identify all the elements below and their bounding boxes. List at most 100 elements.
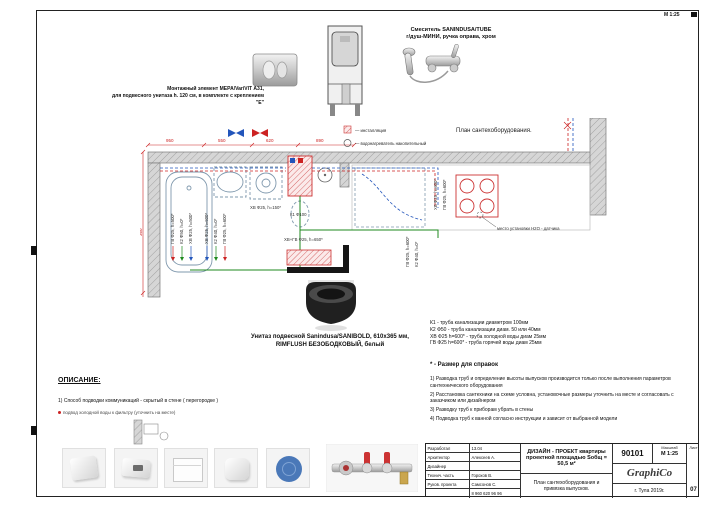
fold-mark	[31, 246, 37, 255]
project-title-cell: ДИЗАЙН - ПРОЕКТ квартиры проектной площа…	[521, 444, 613, 474]
wc-installation	[287, 155, 313, 228]
reference-note: * - Размер для справок	[430, 362, 498, 368]
thumbnail-manifold	[326, 444, 418, 492]
project-code: 90101	[621, 449, 644, 458]
toilet-image	[306, 280, 356, 331]
pipe-label: ГВ Ф25, h=500*	[170, 213, 175, 244]
scale-cell: Масштаб М 1:25	[653, 444, 687, 464]
legend-item: ХВ Ф25 h=600* - труба холодной воды диам…	[430, 333, 547, 340]
project-title-line1: ДИЗАЙН - ПРОЕКТ квартиры	[527, 449, 606, 455]
pipes-cold	[160, 118, 574, 208]
pipe-label: ХВ+ГВ Ф25, h=650*	[284, 237, 323, 242]
pipe-labels-right: ХВ Ф25, h=600* ГВ Ф25, h=600* ГВ Ф25, h=…	[405, 179, 447, 267]
thumbnail-box	[164, 448, 208, 488]
value-cell: 8 960 620 96 96	[470, 489, 521, 498]
dark-detail	[133, 465, 143, 471]
registration-cross	[563, 121, 572, 130]
pipe-legend: К1 - труба канализации диаметром 100мм К…	[430, 320, 692, 347]
pipe-label: ХВ Ф25, h=150*	[250, 205, 281, 210]
ceramic-piece	[225, 458, 249, 480]
description-title: ОПИСАНИЕ:	[58, 377, 101, 384]
pipes-hot	[160, 118, 569, 206]
role-cell	[426, 489, 470, 498]
plan-title: План сантехоборудования.	[456, 128, 532, 134]
value-cell	[470, 462, 521, 471]
corner-mark	[691, 12, 697, 17]
sheet-number-cell: Лист 07	[687, 444, 700, 498]
mixer-note-line1: Смеситель SANINDUSA/TUBE	[410, 27, 492, 33]
legend-boiler-text: — водонагреватель накопительный	[355, 141, 427, 146]
valve-cold-icon	[228, 129, 244, 137]
scale-label: Масштаб	[661, 446, 678, 450]
ceramic-piece	[69, 455, 99, 481]
scale-value: М 1:25	[660, 450, 679, 457]
sensor-note-text: место установки Н2О - датчика	[497, 226, 560, 231]
mixer-note-line2: г/душ-МИНИ, ручка оправа, хром	[406, 34, 496, 41]
floor-plan: 950 550 620 890 360	[140, 118, 607, 298]
legend-item: ГВ Ф25 h=600* - труба горячей воды диам …	[430, 340, 542, 347]
flush-plate-note: Монтажный элемент MEPA/VariVIT А31, для …	[112, 86, 264, 106]
pipe-label: К2 Ф40, h=0*	[414, 241, 419, 267]
role-cell: Дизайнер	[426, 462, 470, 471]
role-cell: Разработал	[426, 444, 470, 453]
pipe-label: К2 Ф50, h=0*	[179, 218, 184, 244]
logo-cell: GraphiCo	[613, 464, 687, 484]
value-cell: Самсонов С.	[470, 480, 521, 489]
city-year: г. Тула 2019г.	[634, 488, 665, 494]
detail-sketch	[133, 419, 169, 445]
pipe-label: ГВ Ф25, h=600*	[405, 236, 410, 267]
boiler-icon	[343, 139, 352, 147]
pipe-label: ХВ Ф25, h=600*	[433, 179, 438, 210]
pipe-label: К1 Ф100	[290, 212, 307, 217]
washing-machine	[249, 166, 283, 200]
cooktop	[455, 174, 499, 218]
corner-scale-label: М 1:25	[664, 12, 680, 18]
box-lid-line	[173, 465, 201, 466]
toilet-caption-line2: RIMFLUSH БЕЗОБОДКОВЫЙ, белый	[275, 341, 385, 348]
walls	[147, 118, 607, 298]
thumbnail-drain	[266, 448, 310, 488]
value-cell: 13.04	[470, 444, 521, 453]
pipe-labels-center: ХВ Ф25, h=150* К1 Ф100 ХВ+ГВ Ф25, h=650*	[250, 205, 323, 242]
installation-icon	[343, 125, 352, 134]
role-cell: Руков. проекта	[426, 480, 470, 489]
pipe-label-arrows	[171, 246, 227, 261]
toilet-caption: Унитаз подвесной Sanindusa/SANIBOLD, 610…	[230, 334, 430, 350]
dim-label: 890	[316, 138, 324, 143]
flush-plate-image	[252, 53, 298, 87]
title-block: Разработал 13.04 Архитектор Алексеев А. …	[425, 443, 700, 498]
pipe-label: ГВ Ф25, h=600*	[222, 213, 227, 244]
thumbnail-white-piece	[214, 448, 258, 488]
description-note-text: подвод холодной воды к фильтру (уточнить…	[63, 410, 176, 415]
legend-installation-text: — инсталляция	[355, 128, 387, 133]
mixer-image	[402, 43, 461, 83]
sensor-note: место установки Н2О - датчика	[476, 211, 560, 231]
thumbnail-ceramic-2	[114, 448, 158, 488]
flush-plate-note-line2: для подвесного унитаза h. 120 см, в комп…	[112, 92, 264, 106]
dim-label: 550	[218, 138, 226, 143]
fold-mark	[31, 426, 37, 435]
sheet-number-label: Лист	[689, 446, 698, 450]
legend-item: К1 - труба канализации диаметром 100мм	[430, 320, 529, 326]
plan-legend: — инсталляция — водонагреватель накопите…	[228, 125, 427, 147]
water-heater	[317, 167, 333, 183]
flush-plate-note-line1: Монтажный элемент MEPA/VariVIT А31,	[167, 86, 264, 92]
pipe-labels-left: ГВ Ф25, h=500* К2 Ф50, h=0* ХВ Ф25, h=50…	[170, 213, 227, 244]
role-cell: Технич. часть	[426, 471, 470, 480]
toilet-caption-line1: Унитаз подвесной Sanindusa/SANIBOLD, 610…	[251, 334, 409, 340]
drain-ring	[282, 462, 296, 476]
note-item: 2) Расстановка сантехники на схеме услов…	[430, 391, 674, 405]
description-note: подвод холодной воды к фильтру (уточнить…	[58, 410, 228, 416]
dim-label: 950	[166, 138, 174, 143]
pipe-label: ГВ Ф25, h=600*	[442, 179, 447, 210]
valve-hot-icon	[252, 129, 268, 137]
note-item: 4) Подводка труб к ванной согласно инстр…	[430, 415, 618, 422]
sheet-title-text: План сантехоборудования и привязка выпус…	[533, 480, 600, 492]
installation-frame-image	[327, 25, 363, 116]
dim-label: 360	[140, 228, 143, 236]
sheet-number: 07	[690, 486, 697, 493]
city-cell: г. Тула 2019г.	[613, 484, 687, 498]
notes-list: 1) Разводка труб и определение высоты вы…	[430, 376, 692, 425]
dimension-text: 950 550 620 890 360	[140, 138, 324, 236]
